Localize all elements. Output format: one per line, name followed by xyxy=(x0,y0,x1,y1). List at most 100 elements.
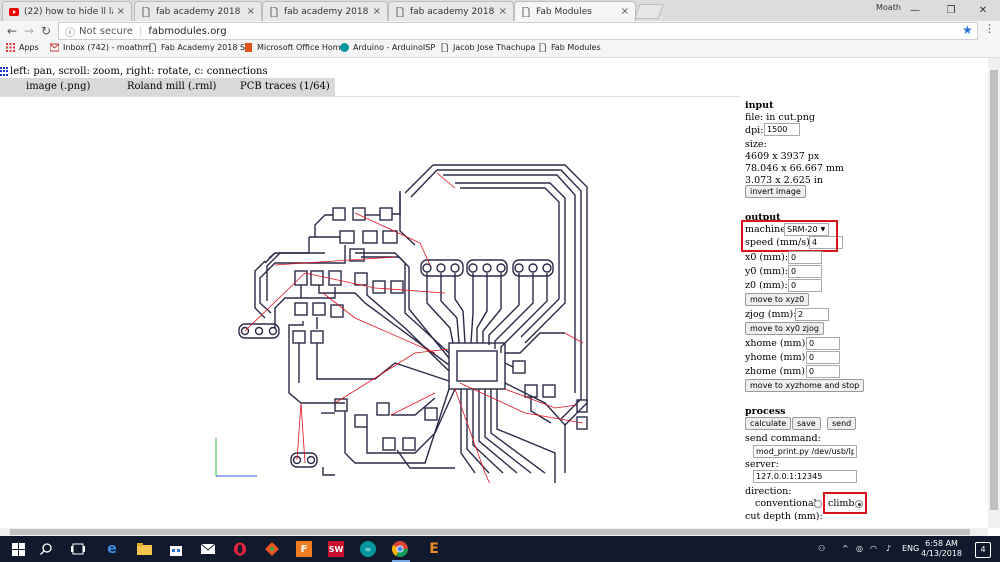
zjog-input[interactable] xyxy=(795,308,829,321)
task-view-icon[interactable] xyxy=(70,541,86,557)
bookmark-fab-modules[interactable]: Fab Modules xyxy=(538,43,601,52)
office-icon xyxy=(245,43,252,52)
dpi-input[interactable] xyxy=(764,123,800,136)
move-to-xyz0-button[interactable]: move to xyz0 xyxy=(745,293,810,306)
mail-icon[interactable] xyxy=(200,541,216,557)
chrome-icon[interactable] xyxy=(392,541,408,557)
machine-select[interactable]: SRM-20 ▼ xyxy=(784,223,829,236)
close-icon[interactable]: × xyxy=(620,6,629,17)
close-icon[interactable]: × xyxy=(372,6,381,17)
address-bar[interactable]: ⓘ Not secure | fabmodules.org xyxy=(58,22,978,40)
zhome-label: zhome (mm): xyxy=(745,366,809,377)
vertical-scrollbar[interactable] xyxy=(988,58,1000,528)
svg-text:∞: ∞ xyxy=(365,545,372,554)
y0-input[interactable] xyxy=(788,265,822,278)
volume-icon[interactable]: ♪ xyxy=(886,544,892,553)
server-input[interactable] xyxy=(753,470,857,483)
tab-fab-academy-1[interactable]: fab academy 2018 × xyxy=(134,1,262,21)
toolpath-moves xyxy=(244,172,584,483)
file-explorer-icon[interactable] xyxy=(136,541,152,557)
x0-input[interactable] xyxy=(788,251,822,264)
people-icon[interactable]: ⚇ xyxy=(818,544,826,553)
conventional-radio[interactable] xyxy=(814,500,822,508)
language-indicator[interactable]: ENG xyxy=(902,544,920,553)
network-activity-icon[interactable]: ◎ xyxy=(856,544,863,553)
notification-center-icon[interactable]: 4 xyxy=(975,542,991,558)
forward-icon[interactable]: → xyxy=(23,24,35,38)
edge-icon[interactable]: e xyxy=(107,541,117,557)
minimize-icon[interactable]: — xyxy=(910,5,920,16)
wifi-icon[interactable]: ◠ xyxy=(870,544,877,553)
chevron-up-icon[interactable]: ^ xyxy=(842,544,849,553)
store-icon[interactable] xyxy=(168,541,184,557)
move-to-xy0-zjog-button[interactable]: move to xy0 zjog xyxy=(745,322,824,335)
trace-outline xyxy=(433,164,588,426)
fusion-icon[interactable]: F xyxy=(296,541,312,557)
xhome-input[interactable] xyxy=(806,337,840,350)
bookmark-star-icon[interactable]: ★ xyxy=(962,23,973,37)
apps-icon xyxy=(6,43,15,52)
window-close-icon[interactable]: ✕ xyxy=(978,5,988,16)
profile-name[interactable]: Moath xyxy=(876,3,901,12)
horizontal-scrollbar[interactable] xyxy=(0,528,988,536)
tab-strip: (22) how to hide ll layers × fab academy… xyxy=(0,0,1000,21)
tab-fab-academy-3[interactable]: fab academy 2018 × xyxy=(388,1,514,21)
bookmark-apps[interactable]: Apps xyxy=(6,43,39,52)
menu-pcb-traces[interactable]: PCB traces (1/64) xyxy=(240,81,330,92)
send-command-label: send command: xyxy=(745,433,821,444)
send-command-input[interactable] xyxy=(753,445,857,458)
trace-outline xyxy=(443,174,576,393)
z0-input[interactable] xyxy=(788,279,822,292)
speed-input[interactable] xyxy=(809,236,843,249)
restore-icon[interactable]: ❐ xyxy=(946,5,956,16)
eagle-icon[interactable]: E xyxy=(429,541,439,557)
pcb-toolpath-canvas[interactable] xyxy=(205,153,605,483)
trace-outline xyxy=(455,182,566,344)
menu-image-png[interactable]: image (.png) xyxy=(26,81,91,92)
save-button[interactable]: save xyxy=(792,417,821,430)
sourcetree-icon[interactable] xyxy=(264,541,280,557)
browser-menu-icon[interactable]: ⋮ xyxy=(984,22,995,35)
dpi-label: dpi: xyxy=(745,125,764,136)
bookmark-inbox[interactable]: Inbox (742) - moathm xyxy=(50,43,151,52)
climb-radio[interactable] xyxy=(855,500,863,508)
x0-label: x0 (mm): xyxy=(745,252,789,263)
back-icon[interactable]: ← xyxy=(6,24,18,38)
machine-label: machine xyxy=(745,224,786,235)
new-tab-button[interactable] xyxy=(634,4,664,19)
mcu-footprint xyxy=(448,342,506,390)
opera-icon[interactable] xyxy=(232,541,248,557)
bookmark-office[interactable]: Microsoft Office Hom xyxy=(244,43,341,52)
bookmark-jacob[interactable]: Jacob Jose Thachupa xyxy=(440,43,535,52)
invert-image-button[interactable]: invert image xyxy=(745,185,806,198)
tab-fab-academy-2[interactable]: fab academy 2018 × xyxy=(262,1,388,21)
close-icon[interactable]: × xyxy=(498,6,507,17)
windows-start-icon[interactable] xyxy=(10,541,26,557)
search-icon[interactable] xyxy=(38,541,54,557)
tab-fab-modules[interactable]: Fab Modules × xyxy=(514,1,636,21)
cut-depth-label: cut depth (mm): xyxy=(745,511,823,522)
instructions: left: pan, scroll: zoom, right: rotate, … xyxy=(0,66,268,77)
move-to-xyzhome-button[interactable]: move to xyzhome and stop xyxy=(745,379,865,392)
solidworks-icon[interactable]: SW xyxy=(328,541,344,557)
zjog-label: zjog (mm): xyxy=(745,309,797,320)
send-button[interactable]: send xyxy=(827,417,857,430)
trace-outline xyxy=(460,187,560,338)
bookmark-fab-academy[interactable]: Fab Academy 2018 St xyxy=(148,43,248,52)
close-icon[interactable]: × xyxy=(116,6,125,17)
bookmark-arduino[interactable]: Arduino - ArduinoISP xyxy=(340,43,435,52)
calculate-button[interactable]: calculate xyxy=(745,417,792,430)
yhome-input[interactable] xyxy=(806,351,840,364)
system-clock[interactable]: 6:58 AM 4/13/2018 xyxy=(921,539,963,558)
input-heading: input xyxy=(745,100,774,111)
left-connector-pads xyxy=(238,323,318,468)
zhome-input[interactable] xyxy=(806,365,840,378)
highlight-machine-speed xyxy=(741,220,838,252)
close-icon[interactable]: × xyxy=(246,6,255,17)
tab-youtube[interactable]: (22) how to hide ll layers × xyxy=(2,1,132,21)
reload-icon[interactable]: ↻ xyxy=(40,24,52,38)
arduino-app-icon[interactable]: ∞ xyxy=(360,541,376,557)
info-icon[interactable]: ⓘ xyxy=(65,27,75,39)
menu-roland-mill[interactable]: Roland mill (.rml) xyxy=(127,81,217,92)
browser-toolbar: ← → ↻ ⓘ Not secure | fabmodules.org ★ ⋮ xyxy=(0,21,1000,41)
